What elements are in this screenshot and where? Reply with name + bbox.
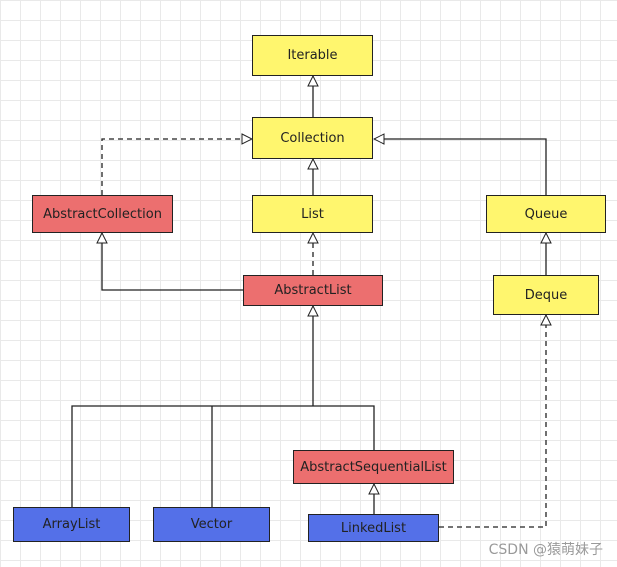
edge-queue-collection [374, 139, 547, 195]
node-vector[interactable]: Vector [153, 507, 270, 542]
node-label: Deque [524, 287, 568, 303]
node-collection[interactable]: Collection [252, 117, 373, 159]
node-iterable[interactable]: Iterable [252, 35, 373, 76]
node-label: Queue [524, 206, 568, 222]
node-label: Collection [280, 130, 345, 146]
node-abstract-collection[interactable]: AbstractCollection [32, 195, 173, 233]
edge-linkedlist-deque [439, 315, 546, 528]
node-label: Iterable [287, 48, 338, 63]
node-abstract-list[interactable]: AbstractList [243, 275, 383, 306]
watermark: CSDN @猿萌妹子 [488, 542, 603, 558]
node-deque[interactable]: Deque [493, 275, 599, 315]
node-abstract-sequential-list[interactable]: AbstractSequentialList [293, 450, 454, 484]
edge-abstractlist-abstractcollection [102, 233, 243, 291]
node-list[interactable]: List [252, 195, 373, 233]
node-label: LinkedList [340, 520, 407, 536]
node-label: AbstractList [274, 283, 352, 298]
node-array-list[interactable]: ArrayList [13, 507, 130, 542]
node-linked-list[interactable]: LinkedList [308, 514, 439, 542]
edge-arraylist-abstractlist [71, 405, 313, 507]
edge-abstractcollection-collection [101, 139, 252, 195]
node-queue[interactable]: Queue [486, 195, 606, 233]
edge-abstractsequentiallist-abstractlist [313, 405, 375, 450]
node-label: ArrayList [42, 517, 101, 532]
node-label: AbstractCollection [43, 206, 162, 222]
node-label: AbstractSequentialList [300, 459, 447, 475]
node-label: Vector [190, 517, 233, 532]
node-label: List [301, 206, 324, 222]
